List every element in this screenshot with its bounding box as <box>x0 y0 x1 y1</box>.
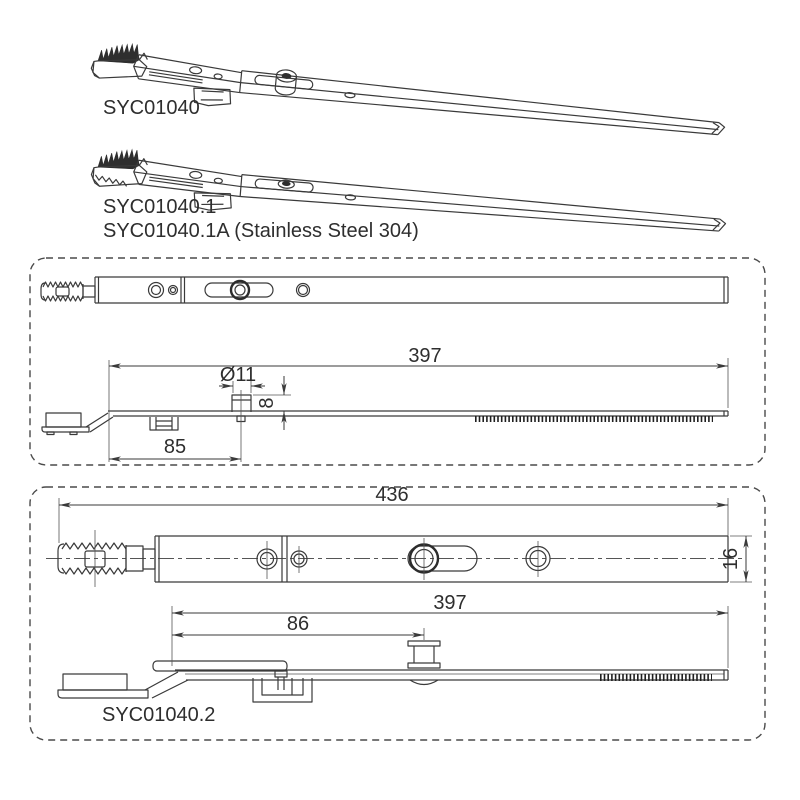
stud-side1 <box>231 394 252 423</box>
part-label-syc01040-1a: SYC01040.1A (Stainless Steel 304) <box>103 220 419 242</box>
part-label-syc01040-1: SYC01040.1 <box>103 196 216 218</box>
dim-stud-diameter-box1: Ø11 <box>219 364 265 389</box>
housing-iso2 <box>133 159 242 198</box>
serrated-head-iso1 <box>90 42 148 79</box>
part-label-syc01040: SYC01040 <box>103 97 200 119</box>
dim-label-86: 86 <box>287 613 309 635</box>
dashed-border-box1 <box>29 257 766 466</box>
part-label-syc01040-2: SYC01040.2 <box>102 704 215 726</box>
detail-box-2: 436 16 397 86 SYC01040.2 <box>29 484 766 741</box>
spool-stud-side2 <box>407 640 441 686</box>
slot-plan1 <box>204 282 274 298</box>
dim-label-397-box1: 397 <box>408 345 441 367</box>
bar-iso1 <box>239 70 726 136</box>
slot-plan2 <box>407 545 478 572</box>
dim-length-box2: 397 <box>172 592 728 616</box>
serrated-head-iso2 <box>90 148 148 187</box>
bar-plan2 <box>154 535 729 583</box>
isometric-view-2: SYC01040.1 SYC01040.1A (Stainless Steel … <box>90 148 727 242</box>
oval-hole-iso1 <box>344 92 356 99</box>
slot-iso2 <box>254 178 314 193</box>
latch-bracket-iso1 <box>193 87 232 107</box>
dim-stud-height-box1: 8 <box>256 376 287 430</box>
stud-iso1 <box>274 69 298 96</box>
bar-plan1 <box>94 276 729 304</box>
latch-side2 <box>252 670 313 703</box>
bar-iso2 <box>239 174 727 232</box>
foot-side1 <box>41 412 114 436</box>
dim-label-8: 8 <box>256 397 278 408</box>
detail-box-1: 397 Ø11 8 85 <box>29 257 766 466</box>
button-stud-iso2 <box>277 179 295 189</box>
dim-label-16: 16 <box>720 548 742 570</box>
dim-stud-offset-box2: 86 <box>172 613 424 638</box>
neck-plan1 <box>82 285 96 298</box>
dim-overall-length-box2: 436 <box>59 484 728 508</box>
dimensions-box1: 397 Ø11 8 85 <box>108 345 729 462</box>
dim-label-397-box2: 397 <box>433 592 466 614</box>
dim-bar-width-box2: 16 <box>720 536 749 582</box>
side-view-box1 <box>41 394 729 436</box>
plan-view-box2 <box>46 530 742 587</box>
holes-plan1 <box>147 279 311 301</box>
dim-label-436: 436 <box>375 484 408 506</box>
dim-overall-length-box1: 397 <box>109 345 728 369</box>
bar-side1 <box>108 410 729 422</box>
dashed-border-box2 <box>29 486 766 741</box>
dim-label-85: 85 <box>164 436 186 458</box>
latch-side1 <box>149 417 179 431</box>
housing-iso1 <box>133 54 242 94</box>
holes-plan2 <box>256 538 551 580</box>
serrated-cap-plan1 <box>40 281 84 302</box>
plan-view-box1 <box>40 276 729 304</box>
oval-hole-iso2 <box>344 194 357 201</box>
side-view-box2 <box>57 640 729 703</box>
latch-bracket-iso2 <box>193 192 232 211</box>
foot-side2 <box>57 671 189 699</box>
dim-label-dia11: Ø11 <box>220 364 256 386</box>
square-hole-plan1 <box>55 286 70 297</box>
top-plate-side2 <box>152 660 288 672</box>
dim-stud-offset-box1: 85 <box>109 436 241 462</box>
dimensions-box2: 436 16 397 86 <box>58 484 752 668</box>
isometric-view-1: SYC01040 <box>90 42 726 136</box>
